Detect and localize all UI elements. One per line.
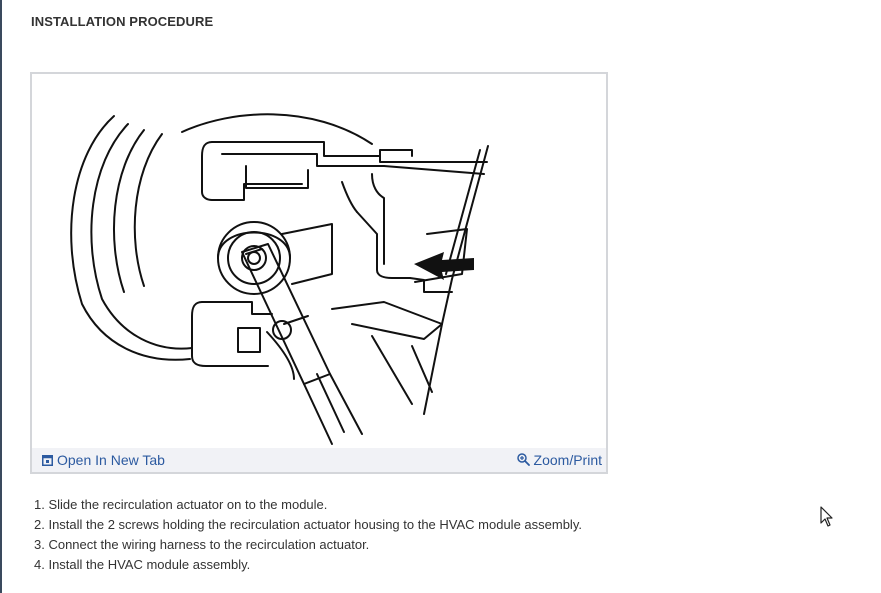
section-heading: INSTALLATION PROCEDURE bbox=[31, 14, 214, 29]
magnifier-icon bbox=[516, 453, 530, 466]
illustration-figure: Open In New Tab Zoom/Print bbox=[30, 72, 608, 474]
zoom-print-label: Zoom/Print bbox=[533, 452, 602, 468]
new-tab-icon bbox=[42, 455, 53, 466]
figure-action-bar: Open In New Tab Zoom/Print bbox=[32, 448, 606, 472]
procedure-steps-list: 1. Slide the recirculation actuator on t… bbox=[34, 495, 582, 575]
procedure-step: 3. Connect the wiring harness to the rec… bbox=[34, 537, 370, 552]
mouse-pointer-icon bbox=[820, 506, 833, 527]
procedure-step: 4. Install the HVAC module assembly. bbox=[34, 557, 251, 572]
open-in-new-tab-link[interactable]: Open In New Tab bbox=[42, 452, 165, 468]
open-in-new-tab-label: Open In New Tab bbox=[57, 452, 165, 468]
left-edge-rule bbox=[0, 0, 2, 593]
procedure-step: 1. Slide the recirculation actuator on t… bbox=[34, 497, 328, 512]
procedure-step: 2. Install the 2 screws holding the reci… bbox=[34, 517, 582, 532]
recirculation-actuator-illustration bbox=[70, 113, 489, 445]
zoom-print-link[interactable]: Zoom/Print bbox=[516, 452, 602, 468]
